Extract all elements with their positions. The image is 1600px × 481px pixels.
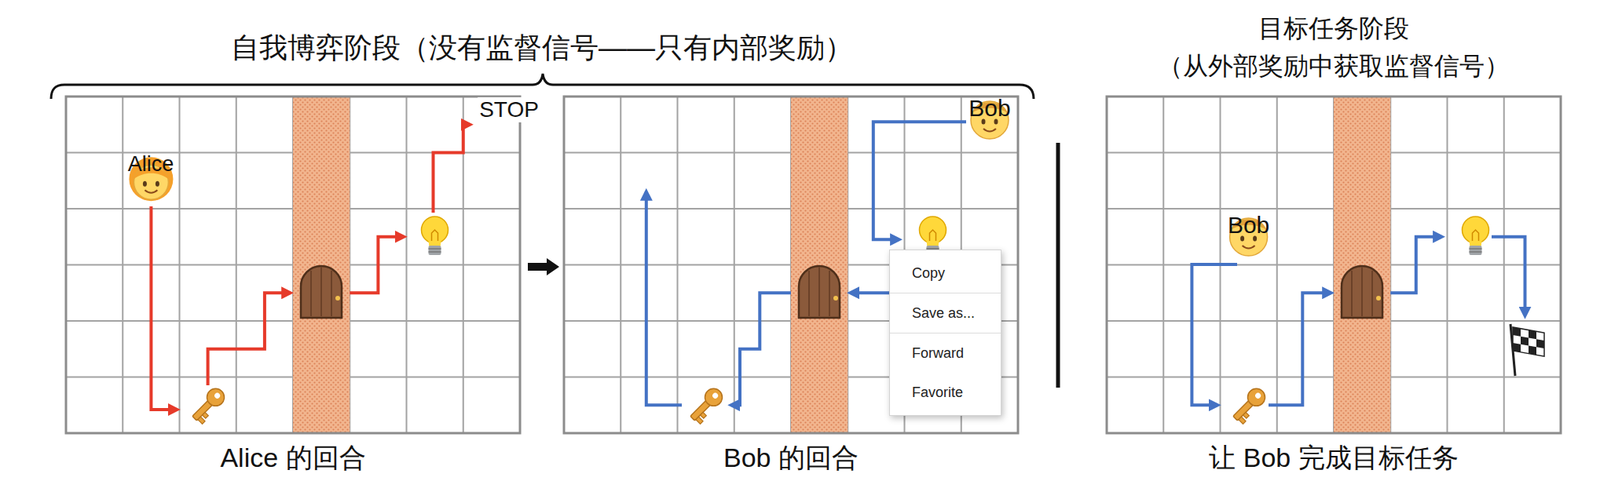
menu-item: Forward xyxy=(889,333,1001,374)
stage-subheading: （从外部奖励中获取监督信号） xyxy=(1157,51,1510,81)
stage-heading: 自我博弈阶段（没有监督信号——只有内部奖励） xyxy=(230,31,854,64)
goal-flag xyxy=(1510,324,1545,377)
grid-world xyxy=(1106,96,1561,434)
panel-caption: Bob 的回合 xyxy=(516,442,1066,475)
red-path xyxy=(208,292,291,386)
grid-world xyxy=(65,96,520,434)
blue-path xyxy=(850,291,894,295)
blue-path xyxy=(731,292,791,406)
menu-item: Copy xyxy=(889,253,1001,294)
alice-trajectory xyxy=(128,124,470,411)
grid-panel: Bob 的回合CopySave as...ForwardFavorite xyxy=(563,96,1018,434)
agent-name: Bob xyxy=(968,95,1011,123)
blue-path xyxy=(646,192,682,407)
bob-target-trajectory xyxy=(1191,218,1545,406)
blue-path xyxy=(873,121,967,240)
panel-caption: 让 Bob 完成目标任务 xyxy=(1059,442,1600,475)
blue-path xyxy=(1191,264,1238,406)
menu-item: Favorite xyxy=(889,373,1001,413)
blue-path xyxy=(1268,292,1331,406)
agent-name: Alice xyxy=(128,152,175,177)
stop-label: STOP xyxy=(477,97,541,123)
red-path xyxy=(150,206,177,411)
blue-path xyxy=(1390,237,1442,294)
red-path xyxy=(433,124,471,213)
context-menu: CopySave as...ForwardFavorite xyxy=(889,249,1002,417)
red-path xyxy=(349,237,404,294)
grid-world xyxy=(563,96,1018,434)
divider-line xyxy=(1056,142,1061,389)
blue-path xyxy=(1491,237,1526,316)
grid-panel: Alice 的回合 xyxy=(65,96,520,434)
menu-item: Save as... xyxy=(889,293,1001,334)
flow-arrow xyxy=(527,258,560,276)
panel-caption: Alice 的回合 xyxy=(18,442,568,475)
stage-heading: 目标任务阶段 xyxy=(1258,14,1410,44)
grid-panel: 让 Bob 完成目标任务 xyxy=(1106,96,1561,434)
agent-name: Bob xyxy=(1227,212,1270,240)
curly-brace xyxy=(51,73,1034,99)
bob-trajectory xyxy=(646,101,1009,406)
